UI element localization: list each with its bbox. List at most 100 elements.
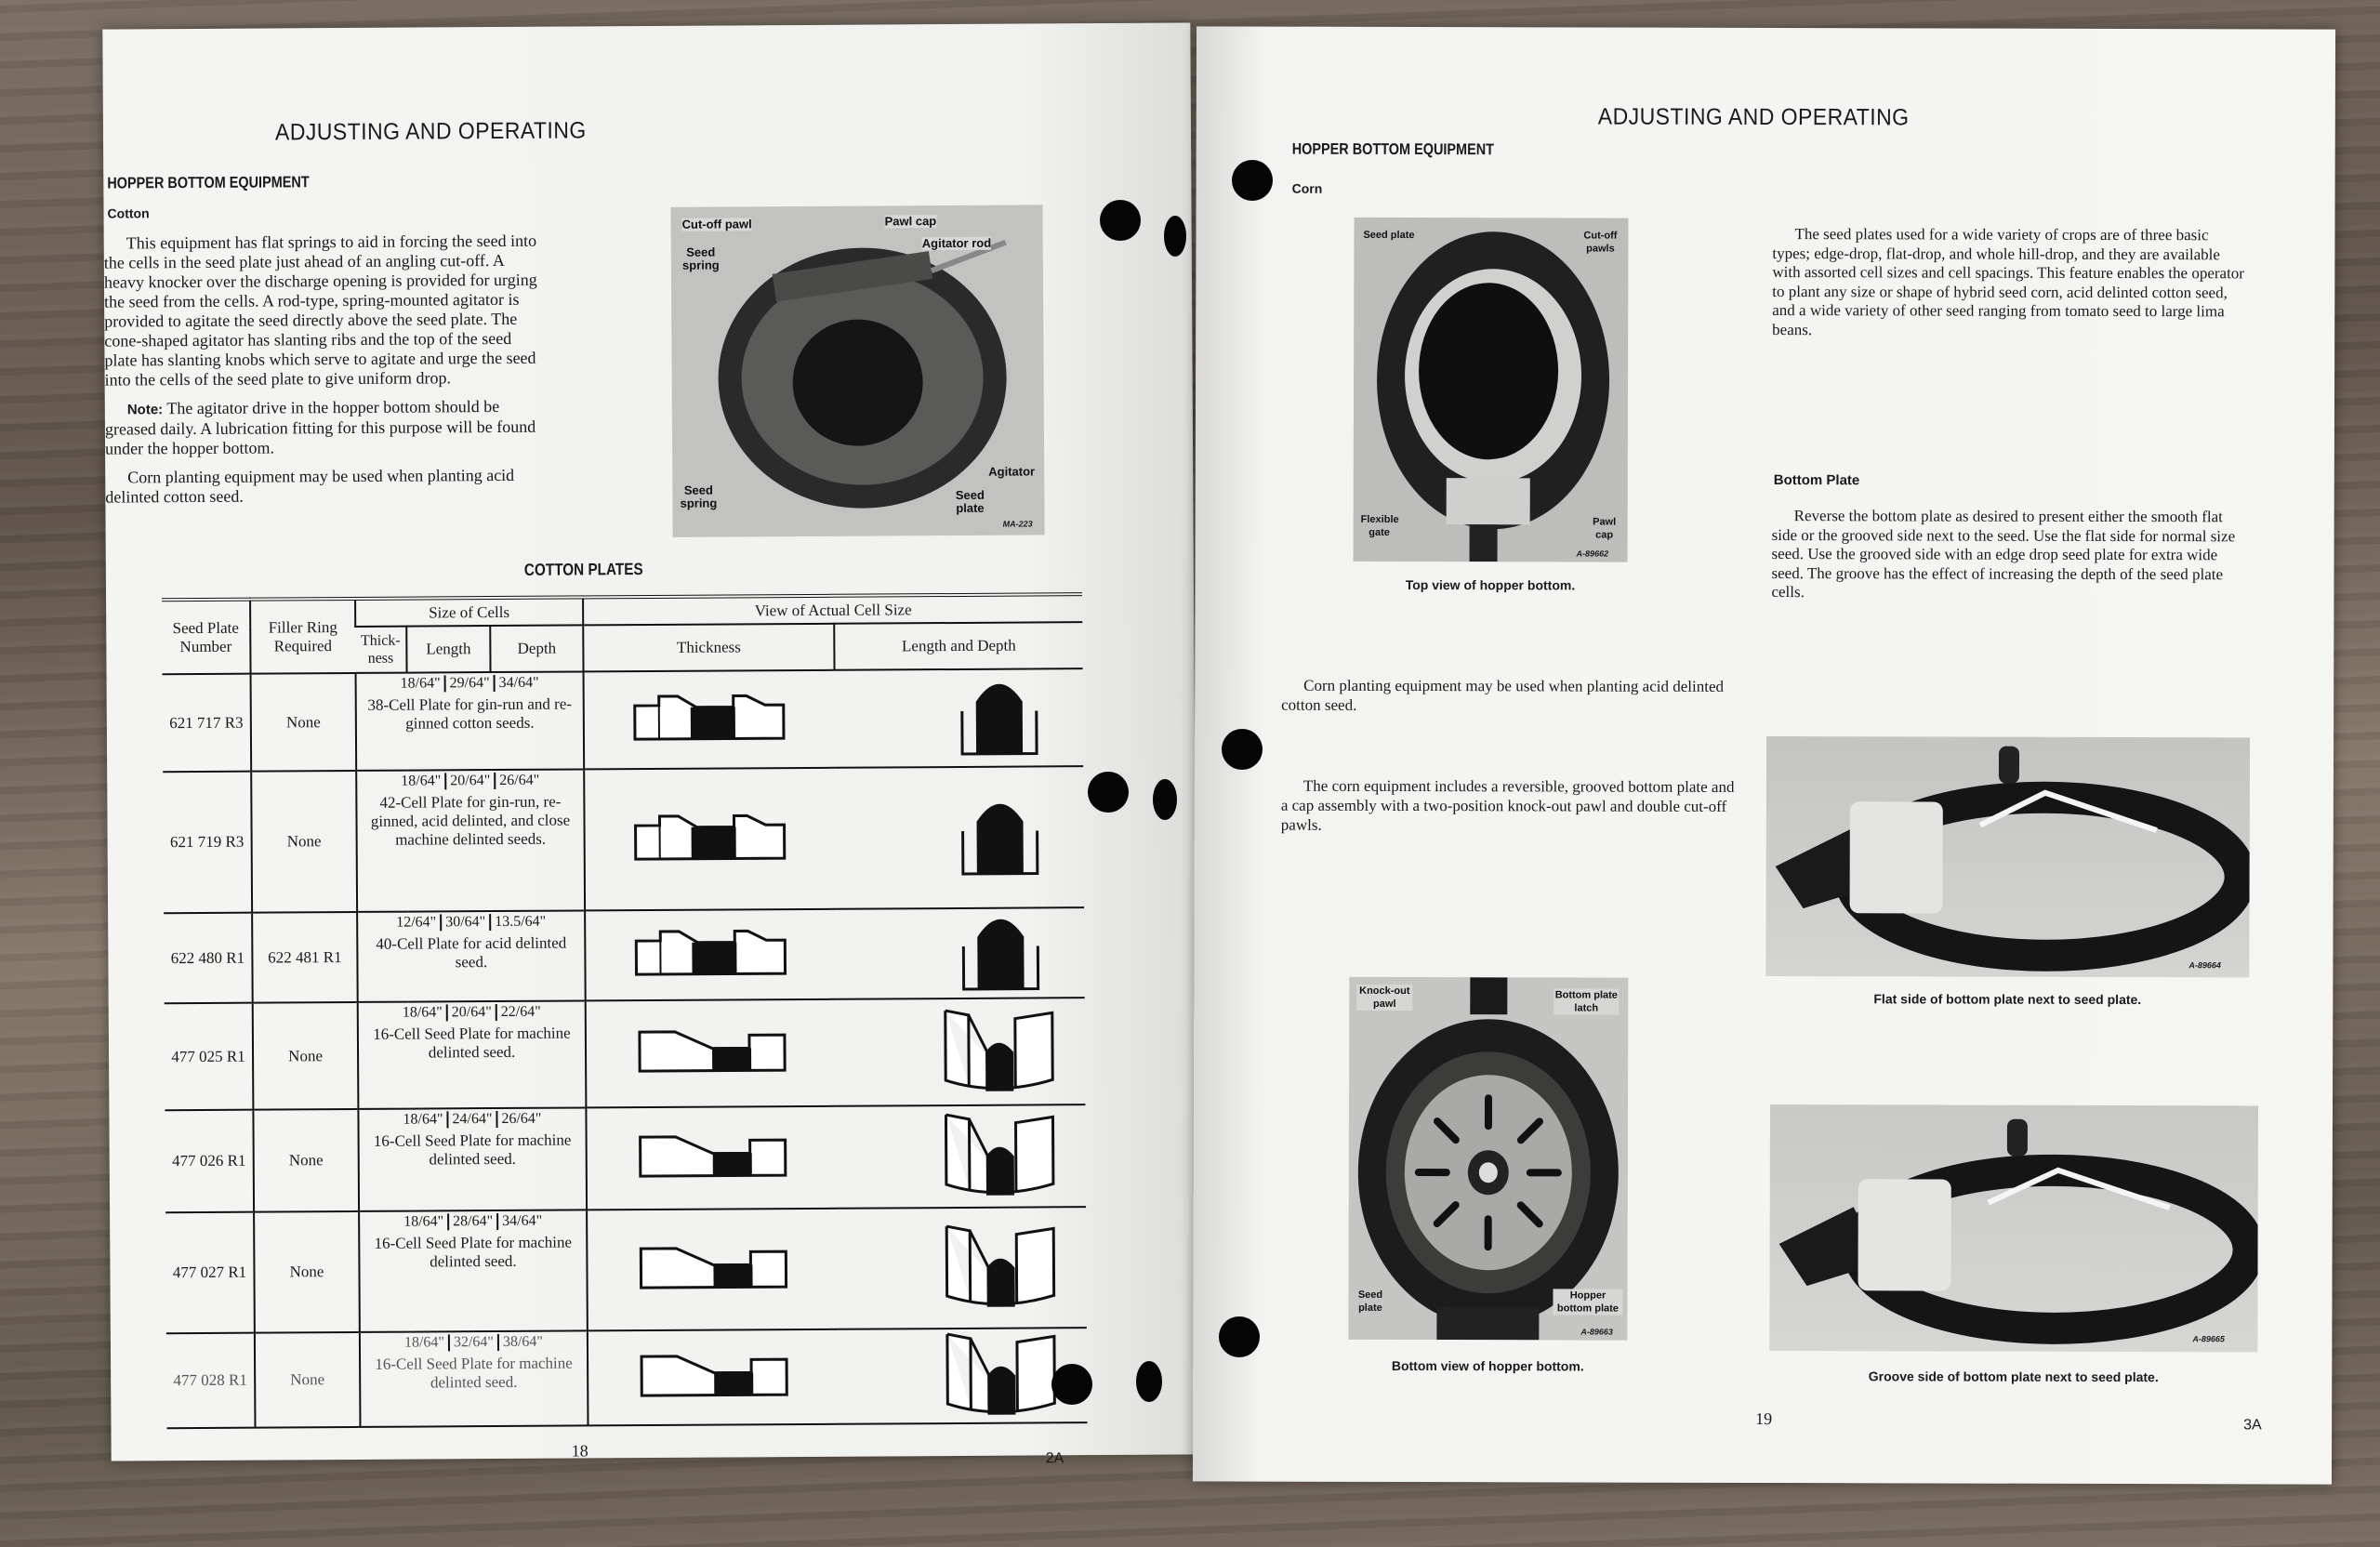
photo-code: MA-223 [1002,519,1033,529]
photo-label: Bottom plate latch [1554,988,1620,1015]
length-depth-diagram [835,766,1084,909]
seed-plate-number: 477 027 R1 [172,1263,247,1282]
length-depth-diagram [837,998,1086,1106]
note-text: The agitator drive in the hopper bottom … [104,396,536,458]
page-code: 2A [1045,1450,1064,1467]
punch-hole [1153,779,1177,820]
photo-label: Knock-out pawl [1356,984,1413,1012]
punch-hole [1088,772,1129,813]
filler-ring: None [253,1108,360,1212]
length-depth-diagram [839,1328,1088,1424]
photo-caption: Groove side of bottom plate next to seed… [1868,1368,2159,1385]
punch-hole [1219,1316,1260,1357]
thickness-diagram [586,1105,839,1210]
punch-hole [1232,160,1273,201]
thickness-diagram [587,1329,840,1426]
cell-depth: 34/64" [496,1212,547,1231]
cell-length: 28/64" [447,1213,497,1231]
photo-caption: Bottom view of hopper bottom. [1391,1357,1584,1374]
flat-side-photo: A-89664 [1765,736,2251,978]
cell-thickness: 18/64" [403,1213,444,1230]
filler-ring: 622 481 R1 [252,911,358,1003]
photo-label: Pawl cap [1593,516,1617,541]
bottom-plate-title: Bottom Plate [1773,472,1860,489]
photo-label: Seed plate [1363,229,1415,242]
subsection-title: Corn [1291,180,1323,196]
header-thickness: Thick-ness [360,632,401,667]
section-title: HOPPER BOTTOM EQUIPMENT [107,173,310,192]
photo-code: A-89664 [2188,960,2221,971]
right-page: ADJUSTING AND OPERATING HOPPER BOTTOM EQ… [1192,26,2336,1485]
punch-hole [1222,729,1263,770]
length-depth-diagram [837,1104,1086,1209]
thickness-diagram [585,908,837,1001]
length-depth-diagram [836,907,1085,999]
filler-ring: None [254,1331,361,1428]
cell-depth: 26/64" [494,772,544,790]
thickness-diagram [587,1208,839,1331]
plate-description: 42-Cell Plate for gin-run, re-ginned, ac… [370,792,571,849]
photo-label: Agitator [988,464,1036,479]
hopper-bottom-photo: Cut-off pawl Pawl cap Agitator rod Seed … [670,205,1045,537]
corn-equipment-paragraph: The corn equipment includes a reversible… [1280,776,1735,834]
header-length: Length [406,626,491,673]
plate-description: 40-Cell Plate for acid delinted seed. [376,933,567,972]
header-view: View of Actual Cell Size [583,594,1083,626]
cell-depth: 13.5/64" [489,913,550,932]
cell-depth: 34/64" [493,674,543,693]
cell-depth: 26/64" [496,1110,546,1129]
subsection-title: Cotton [107,205,150,221]
cell-sizes: 18/64"32/64"38/64" [361,1333,587,1352]
cell-thickness: 18/64" [403,1334,444,1351]
header-filler-ring: Filler Ring Required [250,598,356,674]
photo-caption: Top view of hopper bottom. [1405,576,1576,593]
photo-label: Seed spring [681,245,720,272]
bottom-view-photo: Knock-out pawl Bottom plate latch Seed p… [1348,976,1629,1341]
cell-thickness: 18/64" [403,1111,443,1128]
hopper-top-illustration [1377,231,1610,562]
header-view-length-depth: Length and Depth [834,622,1083,670]
seed-plate-number: 622 480 R1 [170,948,245,967]
note-label: Note: [126,402,164,418]
cell-thickness: 18/64" [400,675,441,692]
punch-hole [1051,1364,1092,1405]
photo-code: A-89662 [1576,549,1609,559]
paragraph: Corn planting equipment may be used when… [105,465,515,507]
cell-thickness: 18/64" [401,773,442,789]
cell-length: 29/64" [443,675,494,693]
thickness-diagram [583,669,836,770]
length-depth-diagram [835,668,1084,768]
top-view-photo: Seed plate Cut-off pawls Flexible gate P… [1353,217,1629,562]
punch-hole [1164,216,1186,257]
cell-thickness: 18/64" [402,1004,443,1021]
header-depth: Depth [490,625,584,673]
photo-label: Hopper bottom plate [1553,1289,1623,1316]
page-header: ADJUSTING AND OPERATING [1597,103,1910,131]
photo-label: Flexible gate [1360,513,1399,538]
paragraph: This equipment has flat springs to aid i… [103,231,537,390]
cell-length: 32/64" [447,1334,497,1352]
punch-hole [1136,1361,1162,1402]
seed-plate-number: 621 717 R3 [169,713,244,732]
photo-caption: Flat side of bottom plate next to seed p… [1873,991,2142,1008]
bottom-plate-paragraph: Reverse the bottom plate as desired to p… [1771,507,2236,602]
cell-length: 20/64" [444,773,495,790]
plate-description: 38-Cell Plate for gin-run and re-ginned … [367,694,573,733]
cell-depth: 22/64" [495,1003,545,1022]
page-number: 18 [571,1441,588,1461]
filler-ring: None [250,672,357,772]
groove-side-photo: A-89665 [1769,1104,2259,1353]
page-code: 3A [2243,1417,2262,1434]
corn-cotton-paragraph: Corn planting equipment may be used when… [1281,676,1725,714]
plate-description: 16-Cell Seed Plate for machine delinted … [373,1024,571,1062]
page-header: ADJUSTING AND OPERATING [274,117,587,146]
cell-sizes: 18/64"29/64"34/64" [357,674,583,693]
note-paragraph: Note: The agitator drive in the hopper b… [105,397,542,459]
